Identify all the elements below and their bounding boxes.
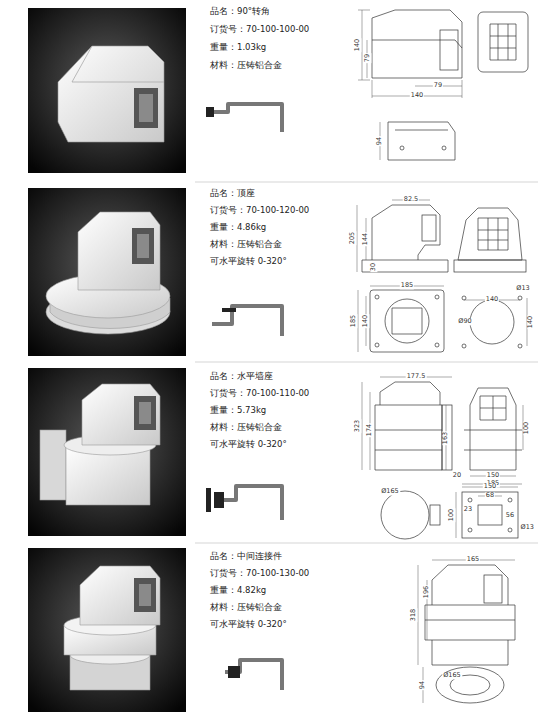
dimension: 100	[523, 421, 530, 435]
spec-text: 订货号：70-100-110-00	[210, 389, 309, 398]
dimension: 140	[485, 296, 499, 303]
dimension: 150	[483, 483, 497, 490]
product-photos	[28, 8, 186, 712]
spec-text: 重量：4.82kg	[210, 586, 266, 595]
dimension: 94	[419, 680, 426, 690]
spec-text: 品名：90°转角	[210, 7, 270, 16]
dimension: 140	[527, 315, 534, 329]
dimension: Ø13	[515, 285, 530, 292]
dimension: 140	[410, 92, 424, 99]
dimension: 144	[362, 232, 369, 246]
dimension: 68	[485, 492, 495, 499]
dimension: 79	[433, 82, 443, 89]
spec-text: 材料：压铸铝合金	[210, 603, 282, 612]
dimension: 150	[486, 472, 500, 479]
dimension: 79	[364, 53, 371, 63]
spec-text: 材料：压铸铝合金	[210, 240, 282, 249]
spec-text: 材料：压铸铝合金	[210, 423, 282, 432]
spec-text: 订货号：70-100-100-00	[210, 25, 309, 34]
dimension: 56	[505, 512, 515, 519]
dimension: Ø165	[380, 488, 400, 495]
dimension: 94	[376, 136, 383, 146]
spec-text: 重量：1.03kg	[210, 43, 266, 52]
dimension: 185	[400, 282, 414, 289]
dimension: 100	[448, 508, 455, 522]
spec-text: 订货号：70-100-120-00	[210, 206, 309, 215]
technical-drawing	[357, 10, 528, 703]
spec-text: 可水平旋转 0-320°	[210, 440, 287, 449]
dimension: Ø90	[457, 318, 472, 325]
spec-text: 材料：压铸铝合金	[210, 61, 282, 70]
spec-text: 品名：水平墙座	[210, 372, 273, 381]
dimension: 318	[410, 608, 417, 622]
dimension: 174	[366, 423, 373, 437]
dimension: 140	[362, 314, 369, 328]
spec-text: 可水平旋转 0-320°	[210, 620, 287, 629]
dimension: Ø165	[442, 672, 462, 679]
dimension: 82.5	[403, 196, 419, 203]
dimension: 185	[350, 314, 357, 328]
spec-text: 可水平旋转 0-320°	[210, 257, 287, 266]
dimension: 323	[354, 419, 361, 433]
spec-text: 品名：中间连接件	[210, 552, 282, 561]
spec-text: 品名：顶座	[210, 189, 255, 198]
spec-text: 重量：4.86kg	[210, 223, 266, 232]
dimension: 205	[349, 231, 356, 245]
dimension: 30	[370, 262, 377, 272]
spec-text: 重量：5.73kg	[210, 406, 266, 415]
dimension: Ø13	[520, 524, 535, 531]
dimension: 177.5	[406, 373, 427, 380]
dimension: 140	[354, 38, 361, 52]
spec-text: 订货号：70-100-130-00	[210, 569, 309, 578]
dimension: 165	[466, 556, 480, 563]
dimension: 196	[423, 585, 430, 599]
dimension: 20	[452, 472, 462, 479]
dimension: 23	[463, 506, 473, 513]
dimension: 163	[442, 431, 449, 445]
